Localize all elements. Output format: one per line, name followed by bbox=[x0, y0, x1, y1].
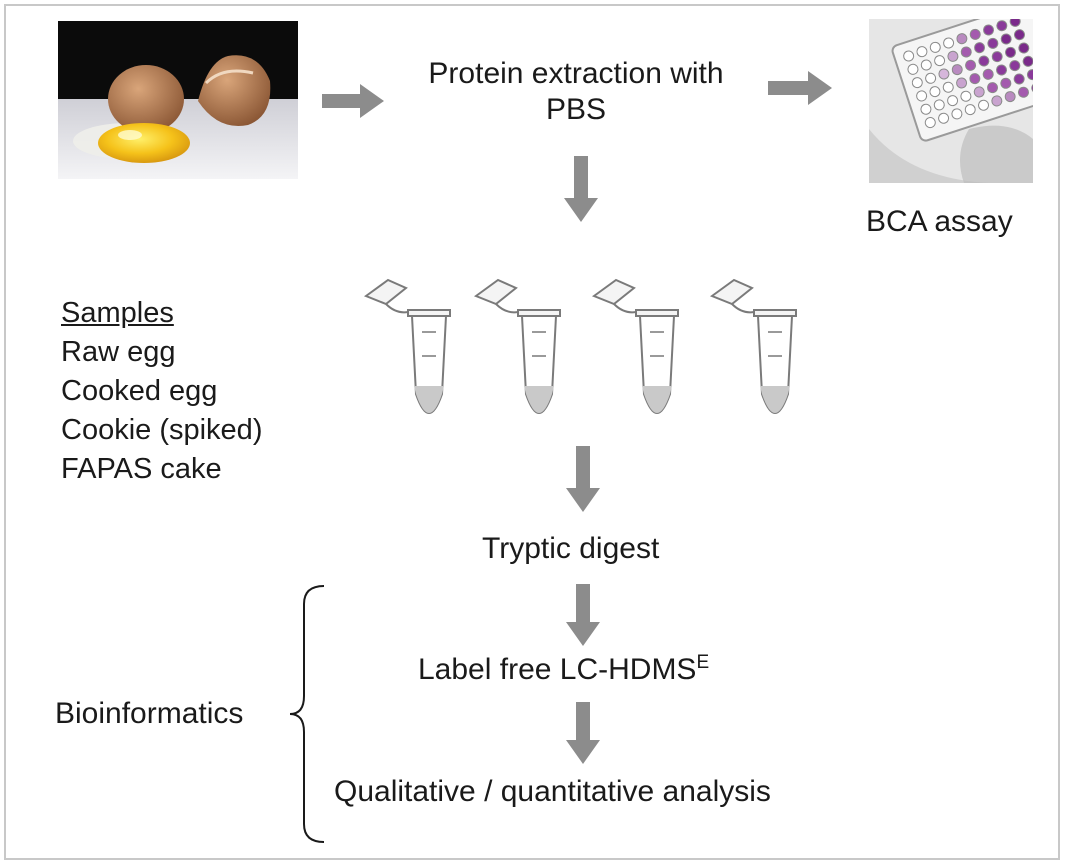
sample-item: Raw egg bbox=[61, 336, 176, 368]
lc-hdms-superscript: E bbox=[696, 652, 710, 673]
arrow-down-icon bbox=[566, 584, 600, 646]
sample-item: FAPAS cake bbox=[61, 453, 222, 485]
analysis-step: Qualitative / quantitative analysis bbox=[334, 775, 771, 808]
egg-photo bbox=[58, 21, 298, 179]
samples-heading: Samples bbox=[61, 297, 174, 329]
bca-assay-label: BCA assay bbox=[866, 205, 1013, 238]
curly-brace-icon bbox=[289, 585, 325, 843]
extraction-line-2: PBS bbox=[545, 93, 607, 126]
extraction-line-1: Protein extraction with bbox=[428, 57, 724, 90]
arrow-down-icon bbox=[566, 702, 600, 764]
microplate-photo bbox=[869, 19, 1033, 183]
lc-hdms-step: Label free LC-HDMSE bbox=[418, 652, 709, 688]
sample-item: Cooked egg bbox=[61, 375, 218, 407]
arrow-right-icon bbox=[768, 71, 832, 105]
diagram-frame: Protein extraction with PBS BCA assay bbox=[4, 4, 1060, 860]
arrow-down-icon bbox=[564, 156, 598, 222]
tryptic-digest-step: Tryptic digest bbox=[482, 532, 660, 565]
protein-extraction-step: Protein extraction with PBS bbox=[401, 56, 751, 128]
microcentrifuge-tube-icon bbox=[709, 278, 797, 414]
sample-item: Cookie (spiked) bbox=[61, 414, 263, 446]
microcentrifuge-tube-icon bbox=[591, 278, 679, 414]
lc-hdms-label: Label free LC-HDMS bbox=[418, 653, 697, 686]
samples-list: Samples Raw egg Cooked egg Cookie (spike… bbox=[61, 294, 262, 489]
microcentrifuge-tube-icon bbox=[473, 278, 561, 414]
bioinformatics-label: Bioinformatics bbox=[55, 697, 244, 730]
arrow-down-icon bbox=[566, 446, 600, 512]
arrow-right-icon bbox=[322, 84, 384, 118]
microcentrifuge-tube-icon bbox=[363, 278, 451, 414]
